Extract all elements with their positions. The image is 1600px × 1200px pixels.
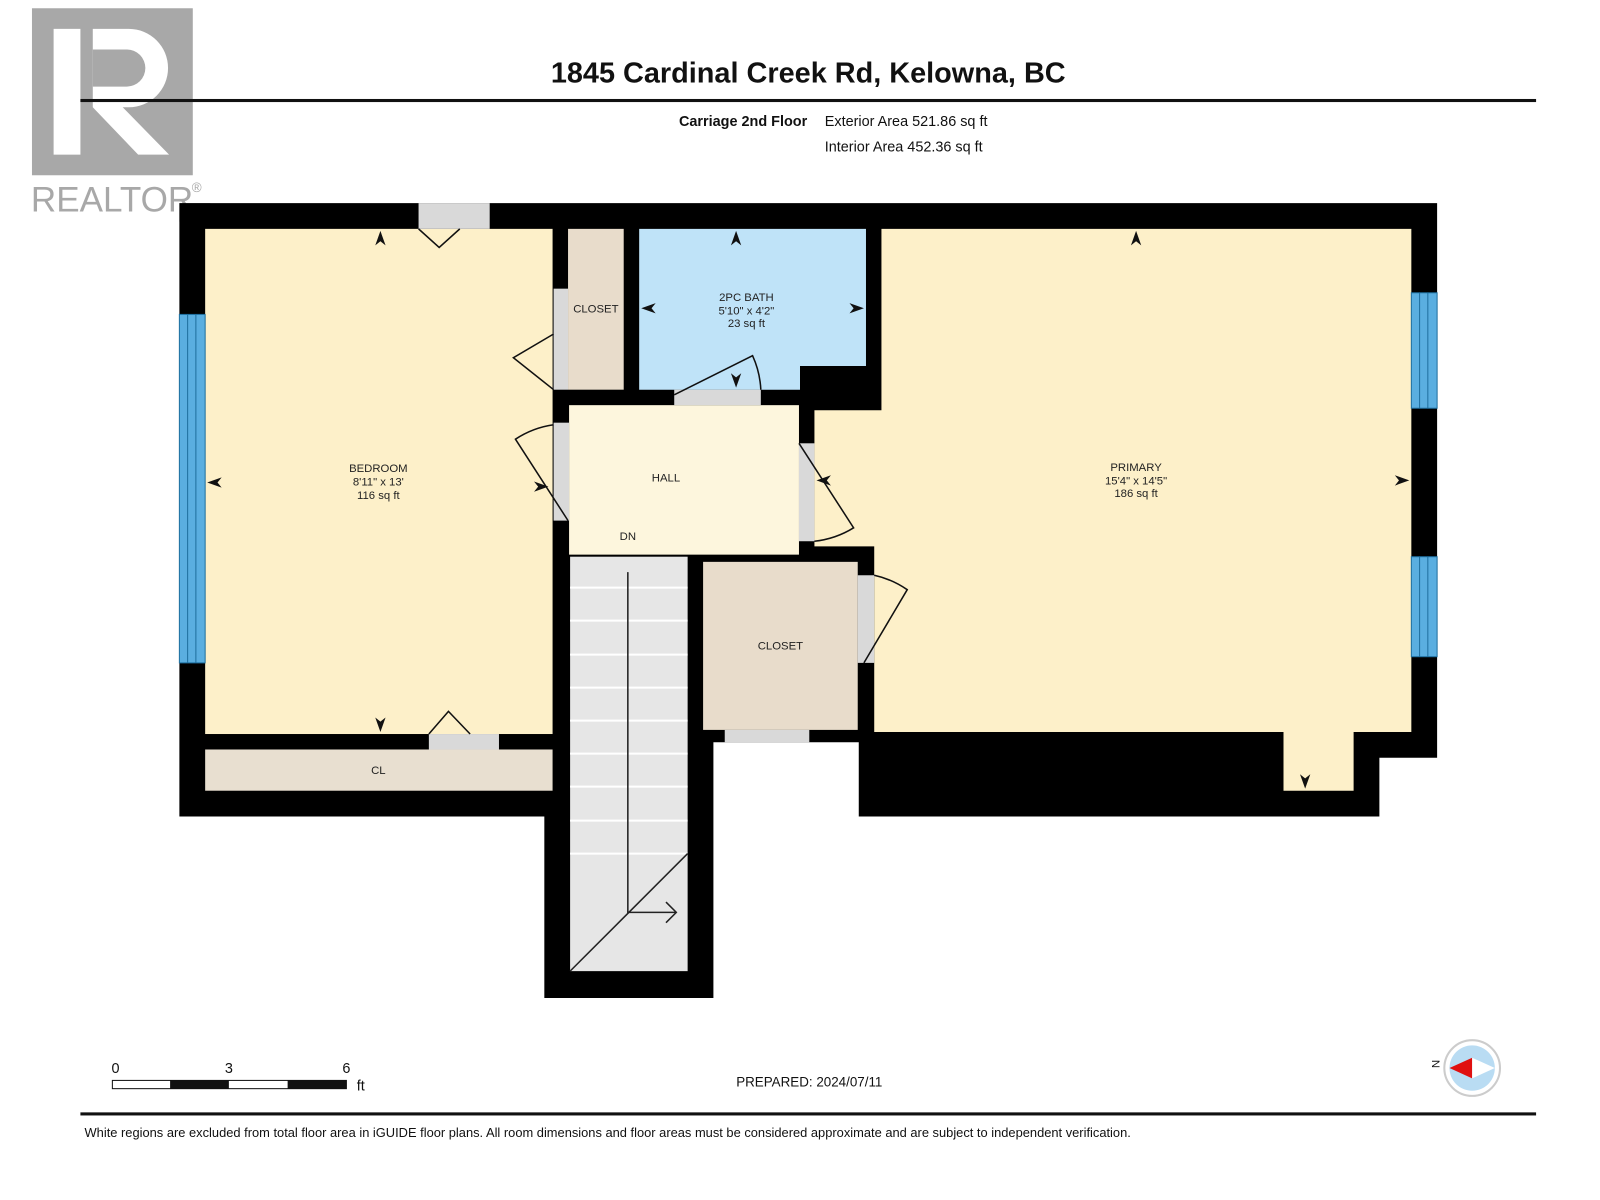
primary-floor — [814, 228, 1412, 791]
room-label-primary: PRIMARY 15'4" x 14'5" 186 sq ft — [1105, 462, 1167, 500]
staircase — [569, 556, 689, 972]
dimension-markers — [207, 230, 1410, 789]
bedroom-name: BEDROOM — [349, 463, 408, 475]
hall-label: HALL — [652, 472, 680, 484]
footer-divider — [80, 1112, 1537, 1116]
room-label-bath: 2PC BATH 5'10" x 4'2" 23 sq ft — [718, 292, 774, 330]
bath-dims: 5'10" x 4'2" — [718, 305, 774, 317]
cl-floor — [205, 749, 553, 791]
primary-area: 186 sq ft — [1114, 488, 1158, 500]
scale-unit: ft — [357, 1079, 365, 1095]
cl-label: CL — [371, 765, 385, 777]
header-divider — [80, 98, 1537, 103]
closet-mid-label: CLOSET — [758, 640, 803, 652]
bath-floor — [639, 228, 866, 390]
primary-dims: 15'4" x 14'5" — [1105, 476, 1167, 488]
page-title: 1845 Cardinal Creek Rd, Kelowna, BC — [551, 57, 1066, 89]
windows — [178, 292, 1438, 664]
scale-tick-0: 0 — [111, 1061, 119, 1077]
hall-floor — [569, 405, 799, 555]
scale-tick-3: 3 — [225, 1061, 233, 1077]
bedroom-dims: 8'11" x 13' — [353, 477, 404, 489]
realtor-logo: REALTOR ® — [31, 8, 211, 222]
door-openings — [418, 203, 875, 750]
scale-tick-6: 6 — [342, 1061, 350, 1077]
primary-name: PRIMARY — [1110, 462, 1162, 474]
bath-name: 2PC BATH — [719, 292, 774, 304]
closet-top-label: CLOSET — [573, 303, 618, 315]
disclaimer: White regions are excluded from total fl… — [85, 1125, 1131, 1140]
stairs-down-label: DN — [620, 531, 636, 543]
compass-north-label: N — [1429, 1060, 1441, 1068]
bath-area: 23 sq ft — [728, 318, 766, 330]
floor-name: Carriage 2nd Floor — [679, 114, 808, 130]
compass-icon: N — [1429, 1039, 1502, 1097]
prepared-date: PREPARED: 2024/07/11 — [736, 1075, 882, 1090]
door-swings — [418, 228, 909, 735]
bedroom-area: 116 sq ft — [357, 490, 400, 502]
closet-top-floor — [568, 228, 624, 390]
exterior-area: Exterior Area 521.86 sq ft — [825, 114, 988, 130]
closet-mid-floor — [703, 561, 858, 730]
interior-area: Interior Area 452.36 sq ft — [825, 140, 983, 156]
room-label-bedroom: BEDROOM 8'11" x 13' 116 sq ft — [349, 463, 408, 502]
realtor-logo-text: REALTOR — [31, 180, 193, 219]
scale-bar: 0 3 6 ft — [111, 1061, 364, 1095]
registered-mark: ® — [192, 180, 202, 195]
bedroom-floor — [205, 228, 553, 735]
